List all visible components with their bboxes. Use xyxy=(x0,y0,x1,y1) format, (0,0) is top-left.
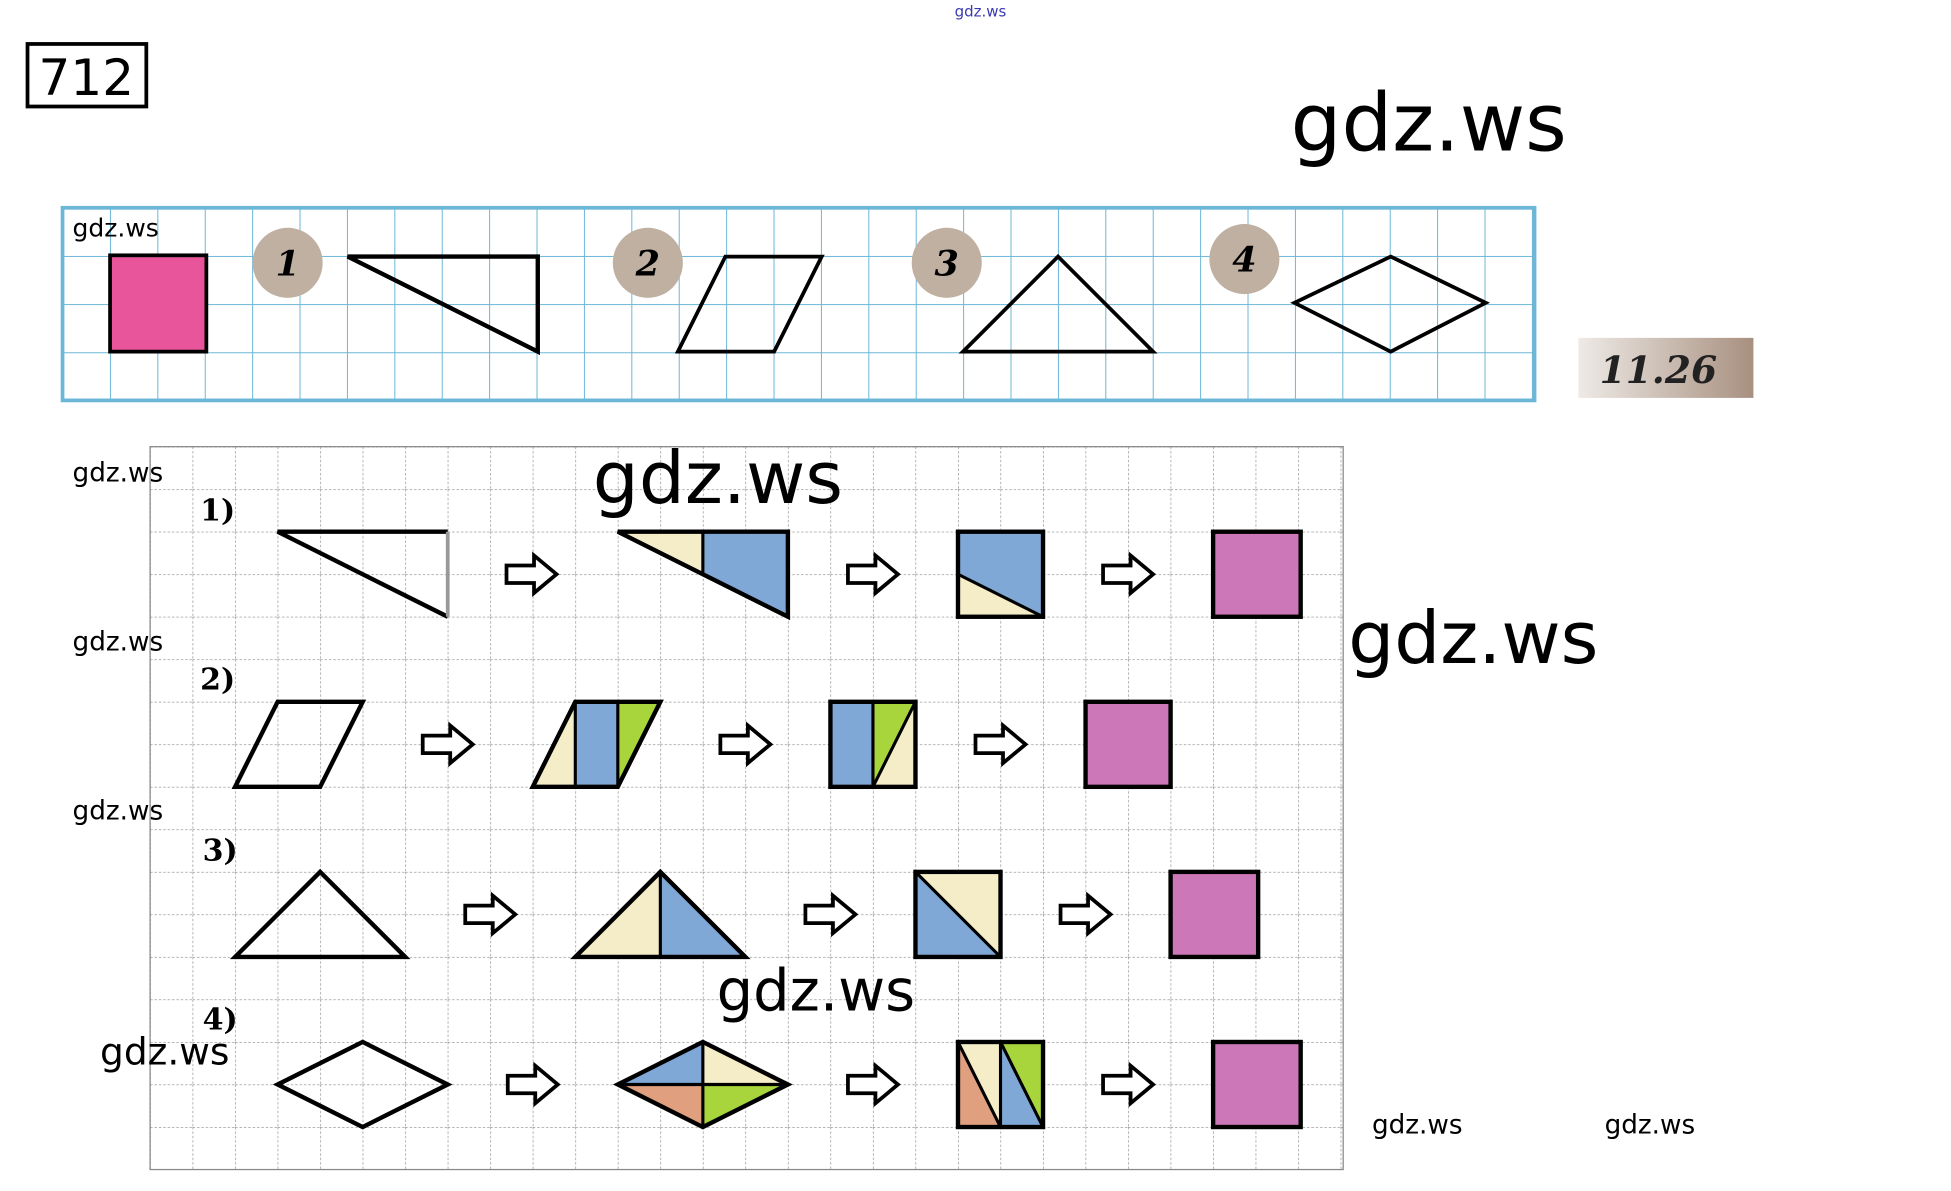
pink-square xyxy=(108,253,209,354)
exercise-number: 712 xyxy=(39,49,134,107)
figure-number-2: 2 xyxy=(612,227,683,298)
exercise-number-box: 712 xyxy=(25,42,149,109)
result-square xyxy=(1210,1039,1303,1130)
watermark: gdz.ws xyxy=(73,628,164,658)
row-1 xyxy=(276,529,1303,621)
figure-right-triangle xyxy=(346,254,540,356)
watermark: gdz.ws xyxy=(100,1029,229,1073)
row-label-3: 3) xyxy=(203,834,238,869)
row-label-1: 1) xyxy=(200,493,235,528)
figure-number-4: 4 xyxy=(1209,224,1280,295)
figure-rhombus xyxy=(1290,254,1490,354)
cut-triangle xyxy=(570,868,751,960)
svg-text:4: 4 xyxy=(1232,240,1256,281)
svg-text:11.26: 11.26 xyxy=(1600,348,1717,392)
watermark: gdz.ws xyxy=(73,459,164,489)
rearranged-square xyxy=(955,1039,1046,1130)
top-grid-strip: gdz.ws 1 2 3 4 xyxy=(60,205,1537,403)
row-label-4: 4) xyxy=(203,1002,238,1037)
row-2 xyxy=(231,699,1173,790)
figure-parallelogram xyxy=(674,254,825,354)
rearranged-square xyxy=(828,699,918,790)
svg-text:2: 2 xyxy=(635,243,660,284)
row-label-2: 2) xyxy=(200,662,235,697)
cut-parallelogram xyxy=(529,699,664,790)
watermark-large: gdz.ws xyxy=(1291,76,1567,169)
figure-number-3: 3 xyxy=(911,227,982,298)
cut-triangle xyxy=(616,529,791,621)
figure-isosceles-triangle xyxy=(958,253,1158,354)
result-square xyxy=(1168,869,1261,960)
watermark: gdz.ws xyxy=(1605,1110,1696,1140)
rearranged-square xyxy=(955,529,1046,619)
watermark-top-small: gdz.ws xyxy=(955,2,1007,20)
watermark: gdz.ws xyxy=(1372,1110,1463,1140)
row-4 xyxy=(272,1039,1303,1130)
svg-text:3: 3 xyxy=(935,243,959,284)
row-3 xyxy=(229,868,1261,960)
result-square xyxy=(1210,529,1303,619)
watermark-strip: gdz.ws xyxy=(73,214,159,243)
cut-rhombus xyxy=(612,1039,793,1130)
result-square xyxy=(1083,699,1173,790)
watermark: gdz.ws xyxy=(73,796,164,826)
rearranged-square xyxy=(913,869,1003,960)
watermark: gdz.ws xyxy=(1348,597,1598,681)
figure-number-1: 1 xyxy=(252,227,323,298)
watermark: gdz.ws xyxy=(717,958,916,1025)
page-label: 11.26 xyxy=(1578,337,1754,398)
watermark: gdz.ws xyxy=(593,437,843,521)
svg-text:1: 1 xyxy=(275,243,299,284)
